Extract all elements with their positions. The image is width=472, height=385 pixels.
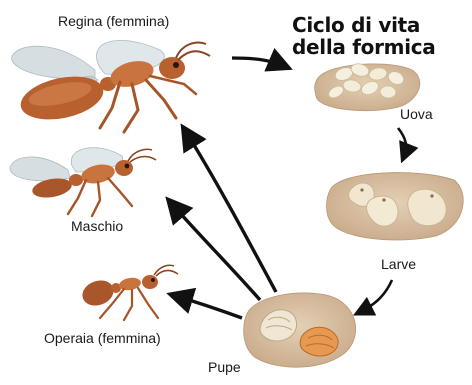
arrow-queen-to-eggs [232, 58, 284, 66]
label-eggs: Uova [400, 106, 433, 122]
worker-ant-illustration [79, 265, 178, 320]
arrow-larvae-to-pupae [360, 280, 392, 312]
label-queen: Regina (femmina) [58, 13, 169, 29]
eggs-illustration [315, 62, 420, 111]
arrow-pupae-to-male [172, 204, 260, 300]
male-ant-illustration [10, 148, 156, 216]
label-larvae: Larve [381, 256, 416, 272]
larvae-illustration [327, 173, 464, 240]
label-male: Maschio [71, 218, 123, 234]
arrow-pupae-to-worker [176, 296, 242, 318]
label-pupae: Pupe [208, 359, 241, 375]
label-worker: Operaia (femmina) [44, 330, 161, 346]
queen-ant-illustration [12, 40, 210, 132]
diagram-title-line1: Ciclo di vita [292, 14, 420, 36]
pupae-illustration [244, 293, 356, 367]
arrow-eggs-to-larvae [398, 128, 406, 156]
diagram-title-line2: della formica [292, 36, 436, 58]
